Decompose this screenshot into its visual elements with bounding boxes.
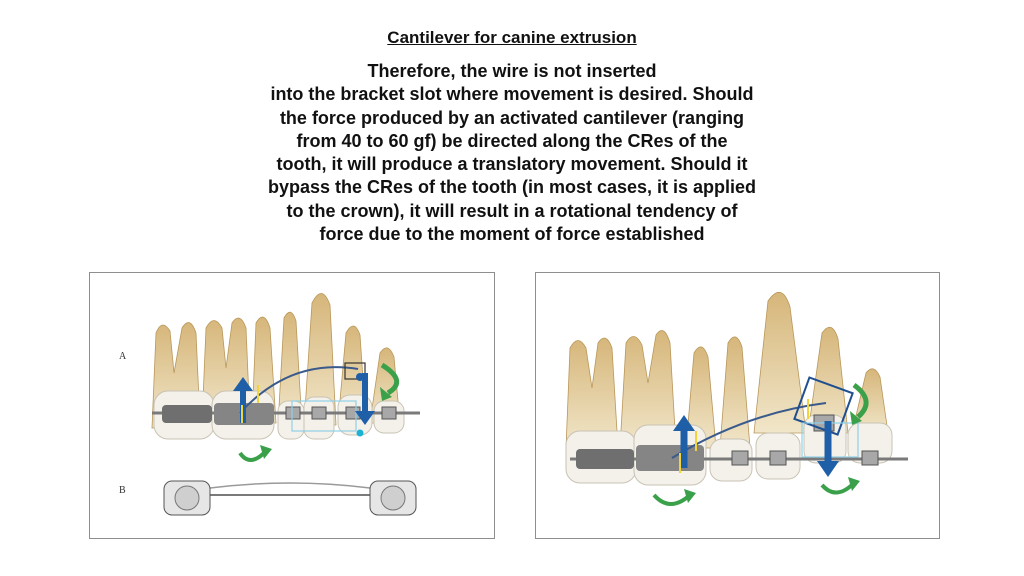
body-line: force due to the moment of force establi… — [319, 224, 705, 245]
dental-arch-side-view — [151, 293, 420, 516]
force-indicators — [652, 382, 869, 506]
figure-left-cantilever-illustration: A B — [89, 272, 495, 539]
occlusal-view-b — [163, 480, 417, 516]
figure-right-cantilever-illustration — [535, 272, 940, 539]
figure-label-a: A — [119, 351, 127, 362]
figure-label-b: B — [119, 485, 126, 496]
body-line: the force produced by an activated canti… — [279, 107, 745, 128]
slide-body-text: Therefore, the wire is not inserted into… — [200, 60, 824, 246]
body-line: to the crown), it will result in a rotat… — [286, 200, 738, 221]
dental-arch-side-view-right — [565, 292, 908, 506]
body-line: from 40 to 60 gf) be directed along the … — [296, 130, 728, 151]
slide-title: Cantilever for canine extrusion — [0, 28, 1024, 48]
teeth-group — [565, 292, 893, 486]
body-line: tooth, it will produce a translatory mov… — [276, 154, 748, 175]
force-indicators — [233, 362, 400, 462]
body-line: Therefore, the wire is not inserted — [367, 61, 657, 81]
body-line: bypass the CRes of the tooth (in most ca… — [267, 177, 757, 198]
orthodontic-appliance — [152, 362, 420, 432]
body-line: into the bracket slot where movement is … — [270, 84, 754, 105]
slide-title-text: Cantilever for canine extrusion — [387, 28, 637, 47]
